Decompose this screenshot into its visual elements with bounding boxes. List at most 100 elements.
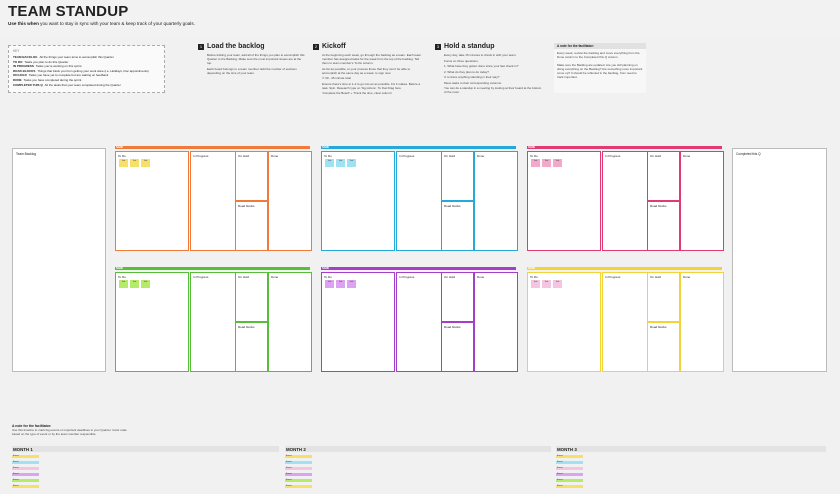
- lane-in-progress[interactable]: In Progress: [190, 272, 236, 372]
- lane-todo[interactable]: To Do: [321, 151, 395, 251]
- timeline-event[interactable]: Event: [12, 455, 39, 459]
- lane-in-progress[interactable]: In Progress: [396, 272, 442, 372]
- lane-title: In Progress: [399, 154, 415, 158]
- lane-on-hold[interactable]: On Hold: [441, 151, 474, 201]
- timeline-event[interactable]: Event: [285, 473, 312, 477]
- timeline-event[interactable]: Event: [12, 473, 39, 477]
- lane-in-progress[interactable]: In Progress: [396, 151, 442, 251]
- lane-done[interactable]: Done: [268, 151, 312, 251]
- sticky-note[interactable]: Task: [542, 159, 551, 167]
- lane-in-progress[interactable]: In Progress: [602, 272, 648, 372]
- timeline-event[interactable]: Event: [556, 479, 583, 483]
- sticky-note[interactable]: Task: [347, 280, 356, 288]
- lane-todo[interactable]: To Do: [527, 151, 601, 251]
- lane-title: To Do: [530, 154, 538, 158]
- lane-todo[interactable]: To Do: [321, 272, 395, 372]
- timeline-event[interactable]: Event: [12, 467, 39, 471]
- sticky-note[interactable]: Task: [119, 159, 128, 167]
- sticky-note[interactable]: Task: [553, 280, 562, 288]
- month-title: MONTH 3: [557, 446, 577, 452]
- lane-title: In Progress: [193, 154, 209, 158]
- facilitator-note-body-1: Every week, review the backlog and move …: [557, 51, 640, 59]
- lane-road-blocks[interactable]: Road blocks: [441, 322, 474, 372]
- facilitator-note-body-2: Make sure the Backlog are updated. Are y…: [557, 63, 643, 79]
- lane-todo[interactable]: To Do: [115, 151, 189, 251]
- lane-title: Road blocks: [238, 325, 255, 329]
- lane-road-blocks[interactable]: Road blocks: [441, 201, 474, 251]
- sticky-note[interactable]: Task: [130, 159, 139, 167]
- lane-title: To Do: [324, 154, 332, 158]
- lane-on-hold[interactable]: On Hold: [235, 272, 268, 322]
- subtitle-rest: you want to stay in sync with your team …: [40, 21, 195, 26]
- board-header-bar: NAME: [527, 267, 722, 270]
- lane-on-hold[interactable]: On Hold: [647, 272, 680, 322]
- timeline-event[interactable]: Event: [556, 461, 583, 465]
- month-title: MONTH 2: [286, 446, 306, 452]
- timeline-event[interactable]: Event: [285, 479, 312, 483]
- timeline-event[interactable]: Event: [285, 461, 312, 465]
- timeline-event[interactable]: Event: [556, 455, 583, 459]
- lane-road-blocks[interactable]: Road blocks: [647, 322, 680, 372]
- lane-title: To Do: [118, 275, 126, 279]
- lane-road-blocks[interactable]: Road blocks: [647, 201, 680, 251]
- team-backlog-column[interactable]: Team Backlog: [12, 148, 106, 372]
- sticky-note[interactable]: Task: [531, 159, 540, 167]
- lane-on-hold[interactable]: On Hold: [441, 272, 474, 322]
- lane-title: In Progress: [605, 275, 621, 279]
- lane-on-hold[interactable]: On Hold: [235, 151, 268, 201]
- step-paragraph: Ensure there's time to 1-2 to go into an…: [322, 81, 421, 90]
- lane-on-hold[interactable]: On Hold: [647, 151, 680, 201]
- timeline-event[interactable]: Event: [285, 467, 312, 471]
- key-term: IN PROGRESS: [13, 64, 34, 69]
- timeline-note-body: Use this timeline to mark big events or …: [12, 428, 127, 436]
- facilitator-note[interactable]: A note for the facilitator: Every week, …: [554, 43, 646, 93]
- lane-done[interactable]: Done: [268, 272, 312, 372]
- whiteboard-canvas[interactable]: [0, 38, 840, 494]
- sticky-note[interactable]: Task: [130, 280, 139, 288]
- sticky-note[interactable]: Task: [141, 280, 150, 288]
- lane-todo[interactable]: To Do: [527, 272, 601, 372]
- sticky-note[interactable]: Task: [347, 159, 356, 167]
- lane-done[interactable]: Done: [474, 272, 518, 372]
- sticky-note[interactable]: Task: [325, 280, 334, 288]
- timeline-event[interactable]: Event: [556, 473, 583, 477]
- step-number-badge: 1: [198, 44, 204, 50]
- timeline-event[interactable]: Event: [12, 479, 39, 483]
- sticky-note[interactable]: Task: [542, 280, 551, 288]
- lane-in-progress[interactable]: In Progress: [602, 151, 648, 251]
- sticky-note[interactable]: Task: [141, 159, 150, 167]
- lane-done[interactable]: Done: [680, 151, 724, 251]
- sticky-note[interactable]: Task: [336, 159, 345, 167]
- timeline-event[interactable]: Event: [556, 485, 583, 489]
- lane-in-progress[interactable]: In Progress: [190, 151, 236, 251]
- timeline-event[interactable]: Event: [285, 455, 312, 459]
- lane-done[interactable]: Done: [680, 272, 724, 372]
- timeline-event[interactable]: Event: [556, 467, 583, 471]
- step-title: Kickoff: [322, 43, 346, 50]
- timeline-event[interactable]: Event: [285, 485, 312, 489]
- lane-done[interactable]: Done: [474, 151, 518, 251]
- sticky-note[interactable]: Task: [531, 280, 540, 288]
- step-paragraph: Focus on three questions:: [444, 58, 479, 63]
- timeline-event[interactable]: Event: [12, 485, 39, 489]
- lane-road-blocks[interactable]: Road blocks: [235, 322, 268, 372]
- sticky-note[interactable]: Task: [336, 280, 345, 288]
- lane-road-blocks[interactable]: Road blocks: [235, 201, 268, 251]
- lane-title: On Hold: [444, 154, 456, 158]
- sticky-note[interactable]: Task: [119, 280, 128, 288]
- board-header-bar: NAME: [115, 146, 310, 149]
- completed-column[interactable]: Completed this Q: [732, 148, 827, 372]
- timeline-event[interactable]: Event: [12, 461, 39, 465]
- sticky-note[interactable]: Task: [553, 159, 562, 167]
- lane-todo[interactable]: To Do: [115, 272, 189, 372]
- lane-title: In Progress: [605, 154, 621, 158]
- sticky-note[interactable]: Task: [325, 159, 334, 167]
